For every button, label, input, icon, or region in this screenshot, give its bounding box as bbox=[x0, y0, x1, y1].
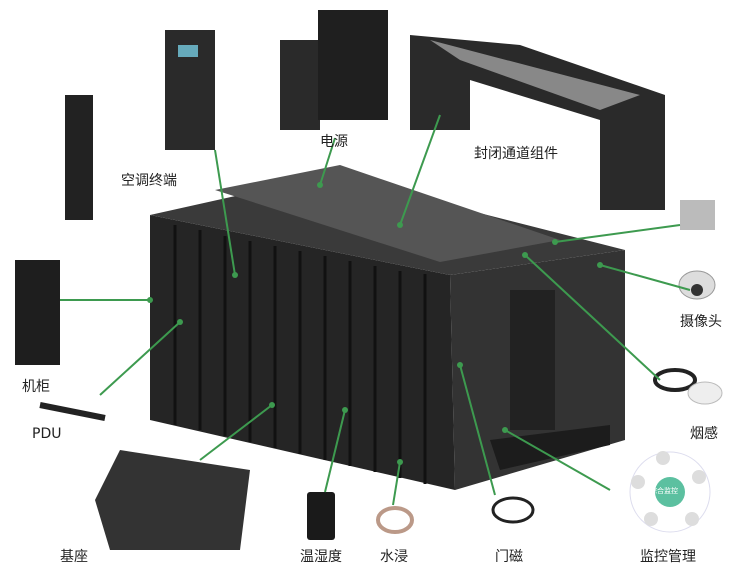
containment-image bbox=[410, 35, 665, 210]
ac-terminal-image bbox=[165, 30, 215, 150]
label-ac-terminal: 空调终端 bbox=[121, 173, 177, 189]
sensor-image bbox=[680, 200, 715, 230]
base-image bbox=[95, 450, 250, 550]
label-base: 基座 bbox=[60, 549, 88, 565]
monitoring-image bbox=[629, 451, 711, 533]
power-ups-image bbox=[280, 10, 388, 130]
label-monitoring: 监控管理 bbox=[640, 549, 696, 565]
cabinet-image bbox=[15, 260, 60, 365]
leader-dots bbox=[147, 182, 603, 465]
camera-image bbox=[678, 270, 716, 300]
label-pdu: PDU bbox=[32, 426, 62, 442]
temp-humidity-image bbox=[307, 492, 335, 540]
water-leak-image bbox=[376, 506, 414, 534]
label-camera: 摄像头 bbox=[680, 314, 722, 330]
leader-lines bbox=[60, 114, 691, 506]
label-door-sensor: 门磁 bbox=[495, 549, 523, 565]
door-sensor-image bbox=[491, 496, 535, 524]
micro-module bbox=[150, 165, 625, 490]
label-water-leak: 水浸 bbox=[380, 549, 408, 565]
label-power: 电源 bbox=[320, 134, 348, 150]
monitoring-center-label: 综合监控 bbox=[650, 487, 678, 495]
label-temp-humidity: 温湿度 bbox=[300, 549, 342, 565]
label-containment: 封闭通道组件 bbox=[474, 146, 558, 162]
label-smoke: 烟感 bbox=[690, 426, 718, 442]
smoke-detector-image bbox=[653, 368, 723, 405]
pdu-image bbox=[39, 402, 106, 421]
label-cabinet: 机柜 bbox=[22, 379, 50, 395]
pdu-rack-image bbox=[65, 95, 93, 220]
